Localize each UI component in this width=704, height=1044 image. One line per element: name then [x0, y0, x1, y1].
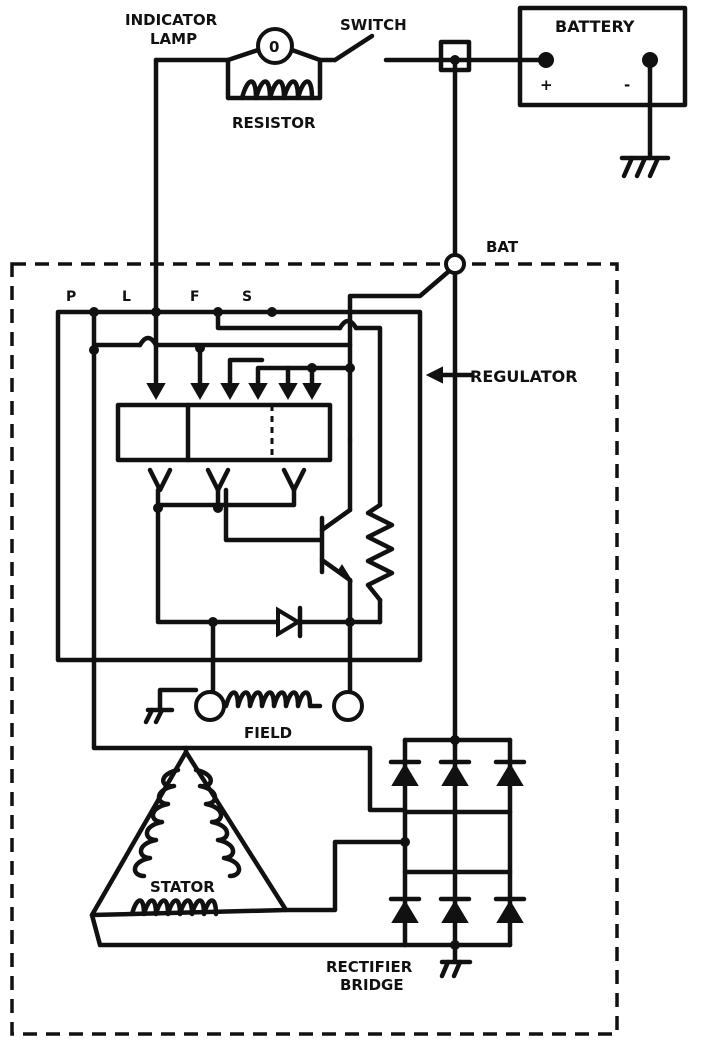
top-wiring: [153, 57, 549, 748]
resistor-label: RESISTOR: [232, 114, 316, 132]
battery: BATTERY + -: [517, 5, 688, 161]
terminal-p-label: P: [66, 289, 76, 305]
battery-minus-label: -: [624, 76, 630, 94]
switch-icon[interactable]: SWITCH: [332, 16, 407, 63]
battery-plus-label: +: [540, 76, 553, 94]
indicator-lamp-label-line1: INDICATOR: [125, 11, 218, 29]
resistor-icon: RESISTOR: [225, 57, 323, 132]
bat-terminal: BAT: [347, 238, 519, 443]
regulator-label: REGULATOR: [470, 367, 578, 386]
stator-label: STATOR: [150, 878, 215, 896]
alternator-boundary: [10, 262, 619, 1036]
rectifier-label-line1: RECTIFIER: [326, 958, 413, 976]
junction-terminal: [438, 39, 472, 73]
regulator-callout: REGULATOR: [425, 366, 578, 386]
p-terminal-wire: [91, 347, 408, 813]
battery-label: BATTERY: [555, 17, 635, 36]
indicator-lamp-label-line2: LAMP: [150, 30, 197, 48]
terminal-l-label: L: [122, 289, 131, 305]
rectifier-bridge: RECTIFIER BRIDGE: [326, 735, 527, 994]
regulator-resistor-icon: [365, 502, 395, 603]
field-coil-icon: FIELD: [143, 619, 364, 742]
stator-winding-icon: STATOR: [89, 745, 408, 948]
regulator: P L F S: [55, 289, 423, 663]
indicator-lamp-icon: INDICATOR LAMP 0: [125, 11, 323, 65]
terminal-f-label: F: [190, 289, 200, 305]
switch-label: SWITCH: [340, 16, 407, 34]
lamp-symbol: 0: [269, 38, 279, 56]
terminal-s-label: S: [242, 289, 252, 305]
bat-label: BAT: [486, 238, 519, 256]
field-label: FIELD: [244, 724, 292, 742]
battery-ground-icon: [619, 155, 671, 179]
rectifier-label-line2: BRIDGE: [340, 976, 404, 994]
